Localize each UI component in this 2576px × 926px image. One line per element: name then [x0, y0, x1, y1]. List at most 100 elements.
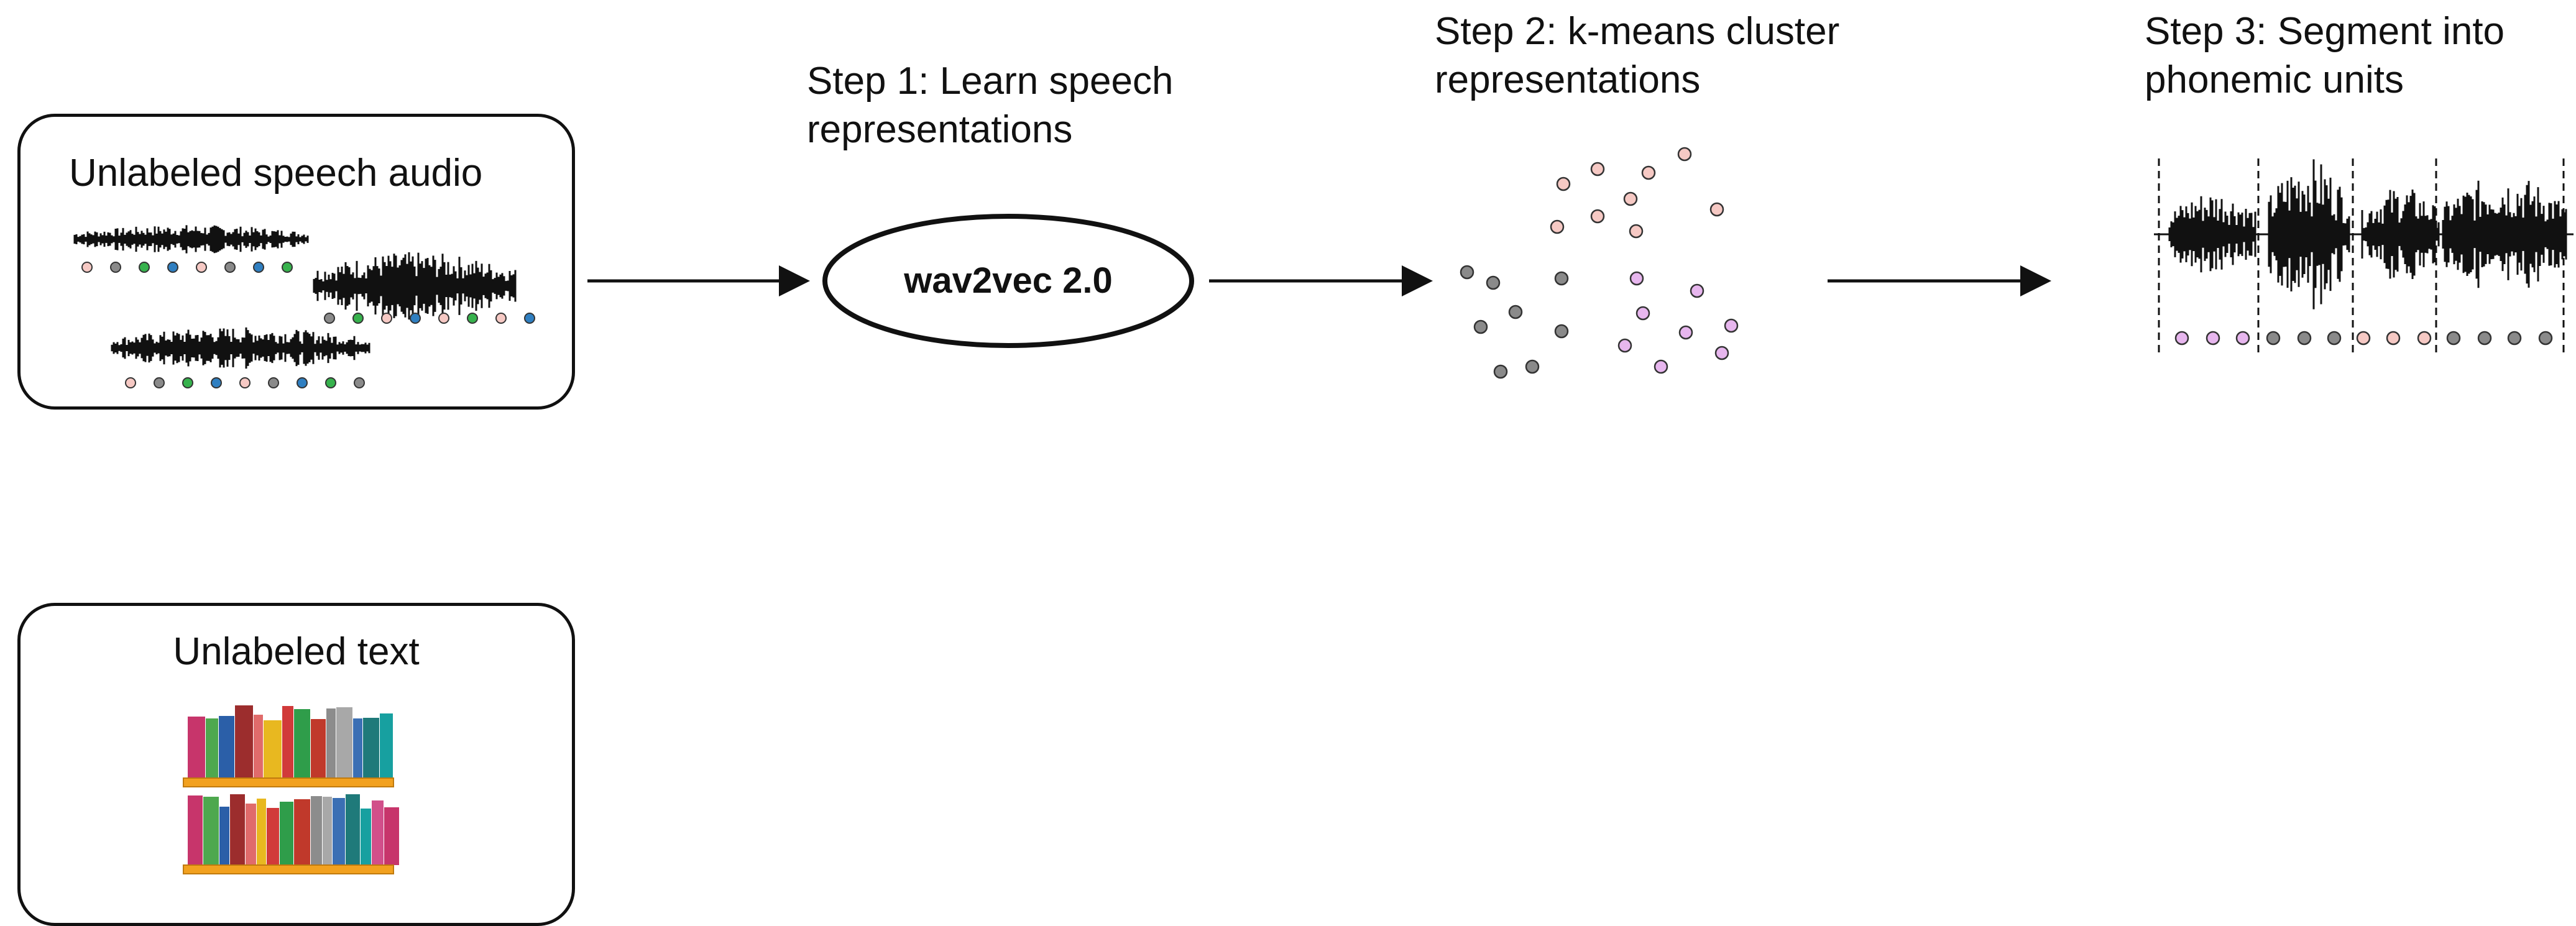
cluster-point-pink — [1709, 202, 1724, 217]
book — [361, 809, 371, 865]
unit-dot — [125, 377, 136, 388]
cluster-point-violet — [1629, 271, 1644, 286]
cluster-point-violet — [1714, 346, 1729, 360]
cluster-point-pink — [1550, 219, 1565, 234]
book — [246, 804, 256, 865]
unit-dot — [467, 313, 478, 324]
pipeline-diagram: Unlabeled speech audio Unlabeled text St… — [17, 10, 2574, 926]
speech-audio-title: Unlabeled speech audio — [69, 152, 483, 195]
waveform-2 — [313, 252, 517, 320]
shelf-board — [183, 864, 394, 874]
cluster-point-pink — [1641, 165, 1656, 180]
book — [336, 707, 352, 778]
cluster-point-gray — [1525, 359, 1540, 374]
segment-unit-dots — [2174, 331, 2553, 346]
unit-dot — [81, 262, 93, 273]
cluster-point-gray — [1554, 324, 1569, 339]
segment-unit-dot — [2327, 331, 2342, 346]
book — [257, 799, 266, 865]
unit-dot — [495, 313, 507, 324]
unit-dot — [282, 262, 293, 273]
book — [294, 709, 310, 778]
book — [363, 718, 379, 778]
segment-unit-dot — [2206, 331, 2220, 346]
book — [333, 798, 345, 865]
step-2-label: Step 2: k-means cluster representations — [1435, 10, 1840, 101]
text-title: Unlabeled text — [173, 630, 420, 673]
segment-unit-dot — [2446, 331, 2461, 346]
unit-dot — [354, 377, 365, 388]
book — [264, 720, 282, 778]
cluster-point-violet — [1690, 283, 1704, 298]
cluster-point-gray — [1460, 265, 1474, 280]
segment-unit-dot — [2386, 331, 2401, 346]
speech-unit-dots — [81, 262, 535, 388]
step-3-label: Step 3: Segment into phonemic units — [2145, 10, 2505, 101]
book — [353, 718, 362, 778]
unit-dot — [211, 377, 222, 388]
cluster-point-violet — [1635, 306, 1650, 321]
unit-dot — [297, 377, 308, 388]
book — [384, 807, 399, 865]
segment-unit-dot — [2356, 331, 2371, 346]
book — [346, 794, 360, 865]
unit-dot — [438, 313, 449, 324]
cluster-point-gray — [1493, 364, 1508, 379]
cluster-scatter — [1460, 147, 1739, 379]
cluster-point-pink — [1590, 209, 1605, 224]
diagram-graphics — [73, 147, 2574, 874]
book — [188, 717, 205, 778]
unit-dot — [224, 262, 236, 273]
book — [311, 796, 322, 865]
segment-unit-dot — [2266, 331, 2281, 346]
unit-dot — [381, 313, 392, 324]
book — [380, 713, 393, 778]
waveform-segment — [2361, 189, 2440, 280]
unit-dot — [410, 313, 421, 324]
cluster-point-gray — [1508, 305, 1523, 319]
book — [294, 799, 310, 865]
book — [282, 706, 293, 778]
cluster-point-gray — [1486, 275, 1501, 290]
unit-dot — [524, 313, 535, 324]
segment-unit-dot — [2417, 331, 2432, 346]
unit-dot — [325, 377, 336, 388]
book — [219, 716, 234, 778]
book — [280, 802, 293, 865]
cluster-point-pink — [1590, 162, 1605, 176]
unit-dot — [253, 262, 264, 273]
unit-dot — [352, 313, 364, 324]
unit-dot — [196, 262, 207, 273]
cluster-point-gray — [1473, 319, 1488, 334]
shelf-board — [183, 777, 394, 787]
book — [235, 705, 253, 778]
waveform-3 — [111, 327, 370, 369]
book — [372, 800, 384, 865]
book — [219, 807, 229, 865]
cluster-point-pink — [1677, 147, 1692, 162]
segment-unit-dot — [2174, 331, 2189, 346]
waveform-segment — [2168, 196, 2256, 273]
segment-unit-dot — [2538, 331, 2553, 346]
model-ellipse — [822, 214, 1194, 348]
bookshelf-icon — [183, 705, 399, 874]
waveform-1 — [73, 225, 309, 254]
cluster-point-violet — [1678, 325, 1693, 340]
unit-dot — [167, 262, 178, 273]
step-1-label: Step 1: Learn speech representations — [807, 60, 1174, 151]
unit-dot — [154, 377, 165, 388]
waveform-segment — [2442, 180, 2567, 288]
cluster-point-violet — [1617, 338, 1632, 353]
book — [188, 795, 203, 865]
cluster-point-violet — [1724, 318, 1739, 333]
cluster-point-pink — [1629, 224, 1644, 239]
unit-dot — [182, 377, 193, 388]
cluster-point-pink — [1556, 176, 1571, 191]
cluster-point-pink — [1623, 191, 1638, 206]
segment-unit-dot — [2235, 331, 2250, 346]
segment-unit-dot — [2477, 331, 2492, 346]
book — [254, 715, 263, 778]
book — [326, 708, 336, 778]
segmented-waveform — [2154, 159, 2574, 309]
unit-dot — [239, 377, 251, 388]
